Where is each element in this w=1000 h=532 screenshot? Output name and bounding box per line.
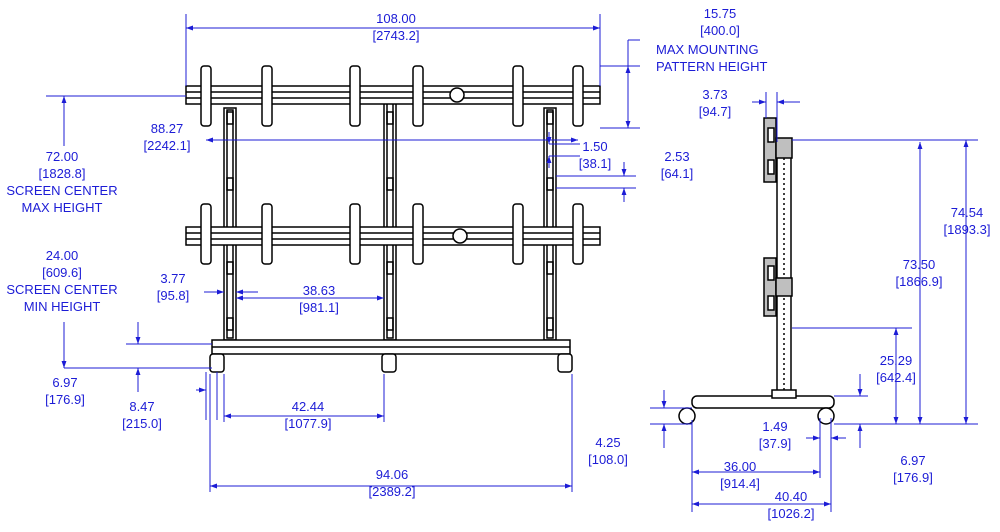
dim-min-height-label1: SCREEN CENTER: [6, 282, 118, 297]
dim-overall-depth: 40.40 [1026.2]: [756, 488, 826, 522]
dim-min-height-label2: MIN HEIGHT: [23, 299, 101, 314]
dim-caster-spacing: 42.44 [1077.9]: [270, 398, 346, 432]
dim-caster-height: 6.97 [176.9]: [40, 374, 90, 408]
dim-max-height-label1: SCREEN CENTER: [6, 183, 118, 198]
bottom-rail: [185, 226, 601, 246]
dim-top-height-mm: [1866.9]: [895, 274, 943, 289]
dim-max-mounting-label2: PATTERN HEIGHT: [656, 59, 768, 74]
dim-rail-gap: 2.53 [64.1]: [652, 148, 702, 182]
dim-bottom-height: 25.29 [642.4]: [866, 352, 926, 386]
dim-max-height: 72.00 [1828.8] SCREEN CENTER MAX HEIGHT: [2, 148, 122, 216]
dim-min-height-in: 24.00: [45, 248, 79, 263]
dim-overall-depth-in: 40.40: [774, 489, 808, 504]
dim-base-width-mm: [2389.2]: [368, 484, 416, 499]
dim-max-mounting-in: 15.75: [703, 6, 737, 21]
dim-base-width: 94.06 [2389.2]: [352, 466, 432, 500]
dim-overall-height: 74.54 [1893.3]: [934, 204, 1000, 238]
dim-bottom-height-in: 25.29: [879, 353, 913, 368]
dim-caster-height-mm: [176.9]: [45, 392, 85, 407]
dim-min-height-mm: [609.6]: [42, 265, 82, 280]
dim-top-height: 73.50 [1866.9]: [886, 256, 952, 290]
dim-max-mounting-label: MAX MOUNTING PATTERN HEIGHT: [656, 41, 767, 75]
dim-min-height: 24.00 [609.6] SCREEN CENTER MIN HEIGHT: [2, 247, 122, 315]
dim-caster-height-in: 6.97: [52, 375, 78, 390]
dim-caster-spacing-mm: [1077.9]: [284, 416, 332, 431]
dim-max-height-label2: MAX HEIGHT: [21, 200, 103, 215]
dim-base-height-mm: [108.0]: [588, 452, 628, 467]
dim-base-depth-in: 36.00: [723, 459, 757, 474]
top-rail: [185, 85, 601, 105]
dim-max-height-mm: [1828.8]: [38, 166, 86, 181]
dimension-lines: [46, 14, 978, 512]
dim-side-caster-height: 6.97 [176.9]: [888, 452, 938, 486]
dim-bottom-height-mm: [642.4]: [876, 370, 916, 385]
dim-post-offset: 3.77 [95.8]: [150, 270, 196, 304]
dim-base-width-in: 94.06: [375, 467, 409, 482]
dim-rail-gap-mm: [64.1]: [660, 166, 694, 181]
dim-rail-height-mm: [38.1]: [578, 156, 612, 171]
bottom-mount-arms: [200, 203, 584, 265]
dim-post-width: 1.49 [37.9]: [750, 418, 800, 452]
dim-base-offset-in: 8.47: [129, 399, 155, 414]
dim-top-offset-mm: [94.7]: [698, 104, 732, 119]
dim-base-offset: 8.47 [215.0]: [114, 398, 170, 432]
dim-base-height: 4.25 [108.0]: [578, 434, 638, 468]
post-slots: [226, 111, 554, 331]
front-view: [185, 65, 601, 373]
dim-base-depth-mm: [914.4]: [720, 476, 760, 491]
dim-top-height-in: 73.50: [902, 257, 936, 272]
dim-center-rail: 88.27 [2242.1]: [132, 120, 202, 154]
top-mount-arms: [200, 65, 584, 127]
dim-center-rail-in: 88.27: [150, 121, 184, 136]
dim-overall-width: 108.00 [2743.2]: [356, 10, 436, 44]
dim-post-offset-in: 3.77: [160, 271, 186, 286]
dim-rail-height-in: 1.50: [582, 139, 608, 154]
dim-overall-depth-mm: [1026.2]: [767, 506, 815, 521]
front-base: [209, 339, 573, 373]
dim-side-caster-height-mm: [176.9]: [893, 470, 933, 485]
dim-post-spacing: 38.63 [981.1]: [282, 282, 356, 316]
dim-rail-gap-in: 2.53: [664, 149, 690, 164]
dim-post-width-mm: [37.9]: [758, 436, 792, 451]
dim-caster-spacing-in: 42.44: [291, 399, 325, 414]
dim-center-rail-mm: [2242.1]: [143, 138, 191, 153]
dim-max-mounting: 15.75 [400.0]: [688, 5, 752, 39]
dim-max-height-in: 72.00: [45, 149, 79, 164]
dim-overall-width-mm: [2743.2]: [372, 28, 420, 43]
dim-post-spacing-in: 38.63: [302, 283, 336, 298]
side-view: [678, 117, 835, 425]
dim-top-offset: 3.73 [94.7]: [690, 86, 740, 120]
dim-max-mounting-label1: MAX MOUNTING: [656, 42, 759, 57]
dim-post-width-in: 1.49: [762, 419, 788, 434]
dim-overall-width-in: 108.00: [376, 11, 416, 26]
dim-side-caster-height-in: 6.97: [900, 453, 926, 468]
dim-base-depth: 36.00 [914.4]: [708, 458, 772, 492]
dim-overall-height-mm: [1893.3]: [943, 222, 991, 237]
dim-base-height-in: 4.25: [595, 435, 621, 450]
side-base: [678, 389, 835, 425]
dim-overall-height-in: 74.54: [950, 205, 984, 220]
dim-top-offset-in: 3.73: [702, 87, 728, 102]
dim-max-mounting-mm: [400.0]: [700, 23, 740, 38]
side-top-mount: [763, 117, 793, 183]
dim-post-offset-mm: [95.8]: [156, 288, 190, 303]
dim-base-offset-mm: [215.0]: [122, 416, 162, 431]
dim-post-spacing-mm: [981.1]: [299, 300, 339, 315]
dim-rail-height: 1.50 [38.1]: [572, 138, 618, 172]
front-posts: [223, 99, 557, 341]
side-bottom-mount: [763, 257, 793, 317]
